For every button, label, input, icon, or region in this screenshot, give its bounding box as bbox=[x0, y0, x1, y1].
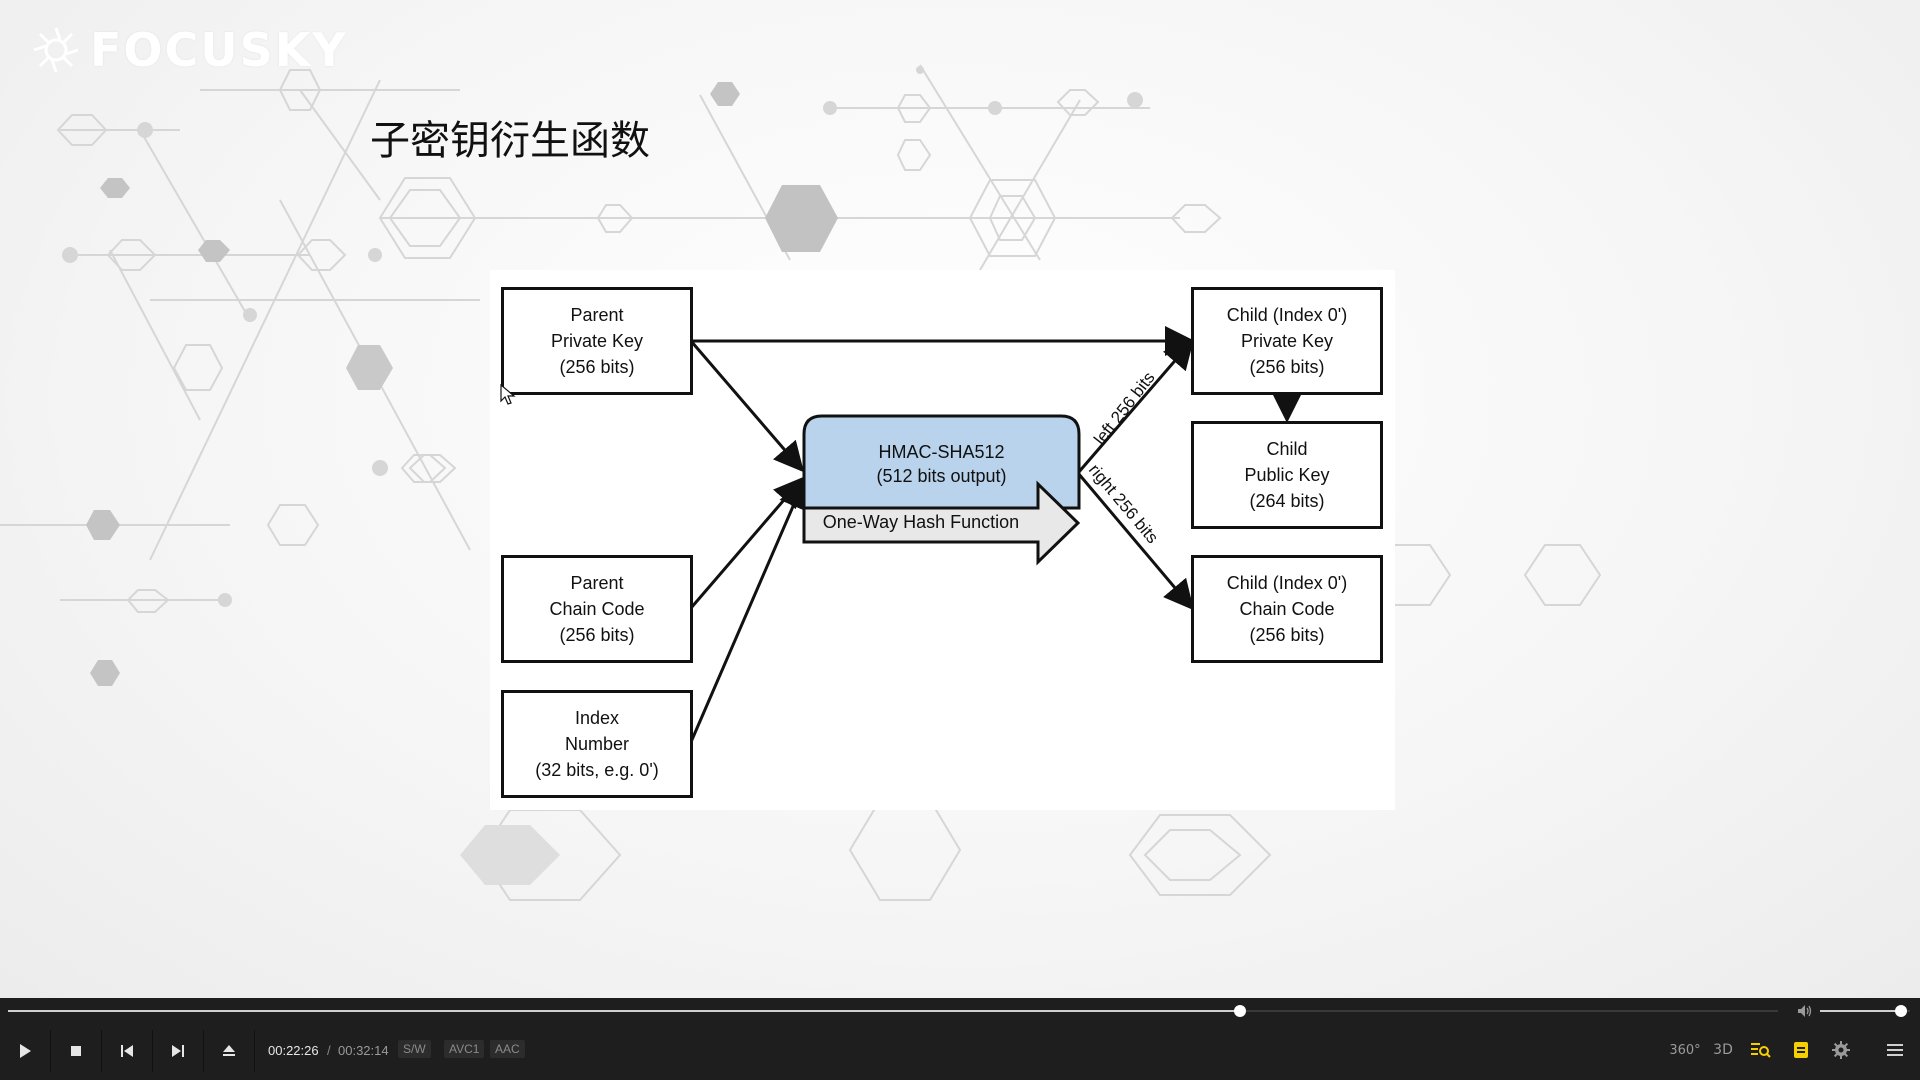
child-private-key-line-3: (256 bits) bbox=[1249, 357, 1325, 377]
menu-icon[interactable] bbox=[1882, 1038, 1908, 1062]
arrow-index-to-hmac bbox=[689, 478, 808, 743]
arrow-right-bits bbox=[1076, 472, 1194, 611]
child-public-key-line-3: (264 bits) bbox=[1249, 491, 1325, 511]
arrow-chain-code-to-hmac bbox=[689, 476, 804, 609]
child-private-key-box: Child (Index 0') Private Key (256 bits) bbox=[1191, 287, 1383, 395]
audio-codec-tag[interactable]: AAC bbox=[490, 1040, 525, 1058]
next-button[interactable] bbox=[153, 1030, 204, 1072]
hmac-box bbox=[802, 414, 1081, 510]
child-private-key-line-2: Private Key bbox=[1240, 331, 1334, 351]
diagram-panel: left 256 bits right 256 bits Parent Priv… bbox=[490, 270, 1395, 810]
seek-bar[interactable] bbox=[8, 1005, 1778, 1017]
360-icon[interactable]: 360° bbox=[1669, 1042, 1701, 1058]
subtitle-icon[interactable] bbox=[1788, 1038, 1814, 1062]
current-time: 00:22:26 bbox=[268, 1043, 319, 1058]
index-number-line-2: Number bbox=[564, 734, 630, 754]
play-button[interactable] bbox=[0, 1030, 51, 1072]
parent-chain-code-line-1: Parent bbox=[570, 573, 624, 593]
child-chain-code-line-1: Child (Index 0') bbox=[1226, 573, 1348, 593]
video-codec-tag[interactable]: AVC1 bbox=[444, 1040, 485, 1058]
play-icon bbox=[20, 1044, 31, 1058]
arrow-left-bits bbox=[1076, 338, 1194, 474]
index-number-line-3: (32 bits, e.g. 0') bbox=[535, 760, 659, 780]
eject-icon bbox=[223, 1045, 235, 1056]
parent-chain-code-line-3: (256 bits) bbox=[559, 625, 635, 645]
playlist-search-icon[interactable] bbox=[1748, 1038, 1774, 1062]
settings-icon[interactable] bbox=[1828, 1038, 1854, 1062]
decoder-tag[interactable]: S/W bbox=[398, 1040, 431, 1058]
parent-private-key-line-3: (256 bits) bbox=[559, 357, 635, 377]
one-way-hash-label: One-Way Hash Function bbox=[822, 512, 1020, 532]
child-chain-code-box: Child (Index 0') Chain Code (256 bits) bbox=[1191, 555, 1383, 663]
seek-bar-thumb[interactable] bbox=[1233, 1005, 1246, 1017]
previous-button[interactable] bbox=[102, 1030, 153, 1072]
index-number-box: Index Number (32 bits, e.g. 0') bbox=[501, 690, 693, 798]
index-number-line-1: Index bbox=[574, 708, 620, 728]
parent-private-key-box: Parent Private Key (256 bits) bbox=[501, 287, 693, 395]
right-bits-label: right 256 bits bbox=[1085, 460, 1162, 547]
volume-thumb[interactable] bbox=[1895, 1005, 1907, 1017]
player-control-bar: 00:22:26 / 00:32:14 S/W AVC1 AAC 360° 3D bbox=[0, 998, 1920, 1080]
child-chain-code-line-2: Chain Code bbox=[1239, 599, 1335, 619]
volume-slider[interactable] bbox=[1820, 1005, 1910, 1017]
mouse-cursor-icon bbox=[500, 384, 516, 405]
parent-private-key-line-1: Parent bbox=[570, 305, 624, 325]
total-time: 00:32:14 bbox=[338, 1043, 389, 1058]
child-chain-code-line-3: (256 bits) bbox=[1249, 625, 1325, 645]
parent-chain-code-box: Parent Chain Code (256 bits) bbox=[501, 555, 693, 663]
slide-title: 子密钥衍生函数 bbox=[370, 118, 650, 164]
focusky-logo: FOCUSKY bbox=[30, 23, 348, 77]
one-way-arrow-shape bbox=[802, 480, 1081, 566]
time-separator: / bbox=[327, 1043, 331, 1058]
eject-button[interactable] bbox=[204, 1030, 255, 1072]
volume-level bbox=[1820, 1010, 1901, 1012]
volume-icon[interactable] bbox=[1796, 1002, 1814, 1020]
stop-button[interactable] bbox=[51, 1030, 102, 1072]
slide-canvas: FOCUSKY 子密钥衍生函数 left 256 bits right 256 bbox=[0, 0, 1920, 998]
previous-icon bbox=[121, 1045, 133, 1057]
stop-icon bbox=[71, 1046, 81, 1056]
hmac-label: HMAC-SHA512 (512 bits output) bbox=[804, 440, 1079, 488]
seek-bar-progress bbox=[8, 1010, 1240, 1012]
next-icon bbox=[172, 1045, 184, 1057]
focusky-logo-icon bbox=[33, 27, 79, 73]
child-public-key-line-2: Public Key bbox=[1244, 465, 1330, 485]
focusky-logo-text: FOCUSKY bbox=[90, 23, 348, 77]
hmac-output: (512 bits output) bbox=[876, 466, 1007, 486]
3d-icon[interactable]: 3D bbox=[1713, 1042, 1733, 1058]
hexagon-background bbox=[0, 64, 1602, 901]
child-public-key-line-1: Child bbox=[1266, 439, 1308, 459]
arrow-parent-private-to-hmac bbox=[689, 340, 804, 473]
child-public-key-box: Child Public Key (264 bits) bbox=[1191, 421, 1383, 529]
hmac-title: HMAC-SHA512 bbox=[878, 442, 1005, 462]
diagram-arrows: left 256 bits right 256 bits bbox=[689, 326, 1302, 743]
parent-private-key-line-2: Private Key bbox=[550, 331, 644, 351]
left-bits-label: left 256 bits bbox=[1090, 368, 1159, 448]
child-private-key-line-1: Child (Index 0') bbox=[1226, 305, 1348, 325]
parent-chain-code-line-2: Chain Code bbox=[549, 599, 645, 619]
